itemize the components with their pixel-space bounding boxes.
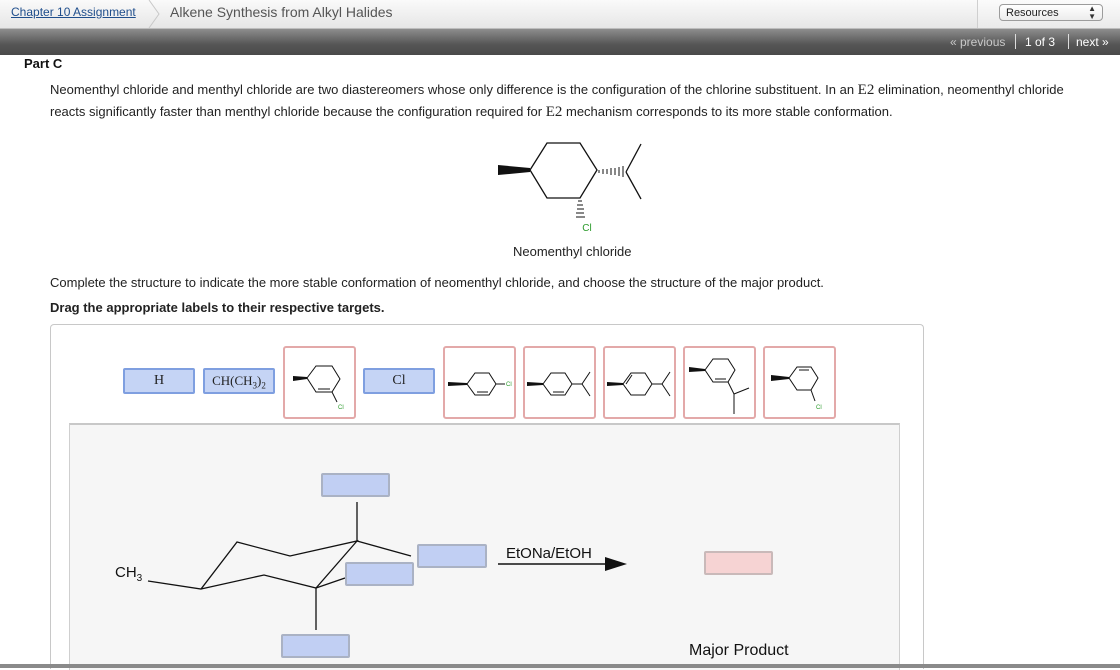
hash-bond: [598, 166, 624, 177]
label-h-text: H: [153, 373, 165, 388]
cyclohexene-structure-icon: [527, 371, 591, 397]
reagent-label: EtONa/EtOH: [506, 545, 592, 562]
intro-text-1: Neomenthyl chloride and menthyl chloride…: [50, 82, 858, 97]
structure-tile-2[interactable]: Cl: [443, 346, 516, 419]
breadcrumb-assignment-link[interactable]: Chapter 10 Assignment: [11, 5, 136, 19]
ch3-text: CH: [115, 564, 137, 581]
label-cl-text: Cl: [392, 373, 406, 388]
e2-math: E2: [857, 82, 875, 98]
part-label: Part C: [24, 56, 63, 71]
hash-bond: [576, 200, 585, 218]
label-cl[interactable]: Cl: [363, 368, 435, 394]
instruction-text: Complete the structure to indicate the m…: [50, 275, 824, 290]
cyclohexene-structure-icon: Cl: [771, 366, 822, 411]
label-sub: 3: [252, 380, 258, 391]
drop-target-major-product[interactable]: [704, 551, 773, 575]
ch3-subscript: 3: [136, 573, 143, 584]
cyclohexene-structure-icon: Cl: [293, 365, 344, 411]
nav-divider: [1068, 34, 1069, 49]
label-sub: 2: [261, 380, 266, 391]
resources-wrapper: Resources ▲▼: [977, 0, 1120, 28]
drop-target-equatorial-right[interactable]: [417, 544, 487, 568]
resources-select-label: Resources: [1006, 7, 1059, 19]
cyclohexene-structure-icon: [689, 358, 750, 414]
label-text: CH(CH: [212, 373, 253, 388]
wedge-bond: [498, 165, 530, 175]
next-link[interactable]: next »: [1076, 35, 1109, 49]
structure-tile-6[interactable]: Cl: [763, 346, 836, 419]
drop-target-axial-bottom[interactable]: [281, 634, 350, 658]
molecule-name: Neomenthyl chloride: [513, 244, 632, 259]
updown-arrows-icon: ▲▼: [1088, 4, 1096, 21]
navigation-bar: « previous 1 of 3 next »: [0, 29, 1120, 55]
chlorine-label: Cl: [816, 405, 822, 411]
structure-tile-5[interactable]: [683, 346, 756, 419]
e2-math: E2: [545, 104, 563, 120]
drag-instruction: Drag the appropriate labels to their res…: [50, 300, 385, 315]
page-indicator: 1 of 3: [1025, 35, 1056, 49]
nav-divider: [1015, 34, 1016, 49]
label-ch-ch3-2[interactable]: CH(CH3)2: [203, 368, 275, 394]
previous-link[interactable]: « previous: [950, 35, 1006, 49]
drop-target-equatorial-lower[interactable]: [345, 562, 414, 586]
intro-paragraph: Neomenthyl chloride and menthyl chloride…: [50, 79, 1090, 123]
structure-tile-1[interactable]: Cl: [283, 346, 356, 419]
structure-tile-3[interactable]: [523, 346, 596, 419]
intro-text-3: mechanism corresponds to its more stable…: [562, 104, 893, 119]
structure-tile-4[interactable]: [603, 346, 676, 419]
label-h[interactable]: H: [123, 368, 195, 394]
ch3-label: CH3: [115, 564, 142, 584]
label-text: ): [257, 373, 262, 388]
major-product-label: Major Product: [689, 642, 789, 659]
chlorine-label: Cl: [506, 382, 512, 388]
resources-select[interactable]: Resources ▲▼: [999, 4, 1103, 21]
assignment-title: Alkene Synthesis from Alkyl Halides: [170, 4, 393, 20]
intro-text-2: elimination, neomenthyl chloride reacts …: [50, 82, 1064, 119]
top-bar: Chapter 10 Assignment Alkene Synthesis f…: [0, 0, 1120, 29]
drop-target-axial-top[interactable]: [321, 473, 390, 497]
neomenthyl-chloride-structure: Cl: [498, 142, 642, 234]
chlorine-label: Cl: [582, 223, 591, 234]
cyclohexene-structure-icon: [607, 371, 671, 397]
cyclohexene-structure-icon: Cl: [448, 372, 512, 396]
breadcrumb-chevron-icon: [148, 0, 160, 28]
bottom-edge: [0, 664, 1120, 668]
chlorine-label: Cl: [338, 405, 344, 411]
